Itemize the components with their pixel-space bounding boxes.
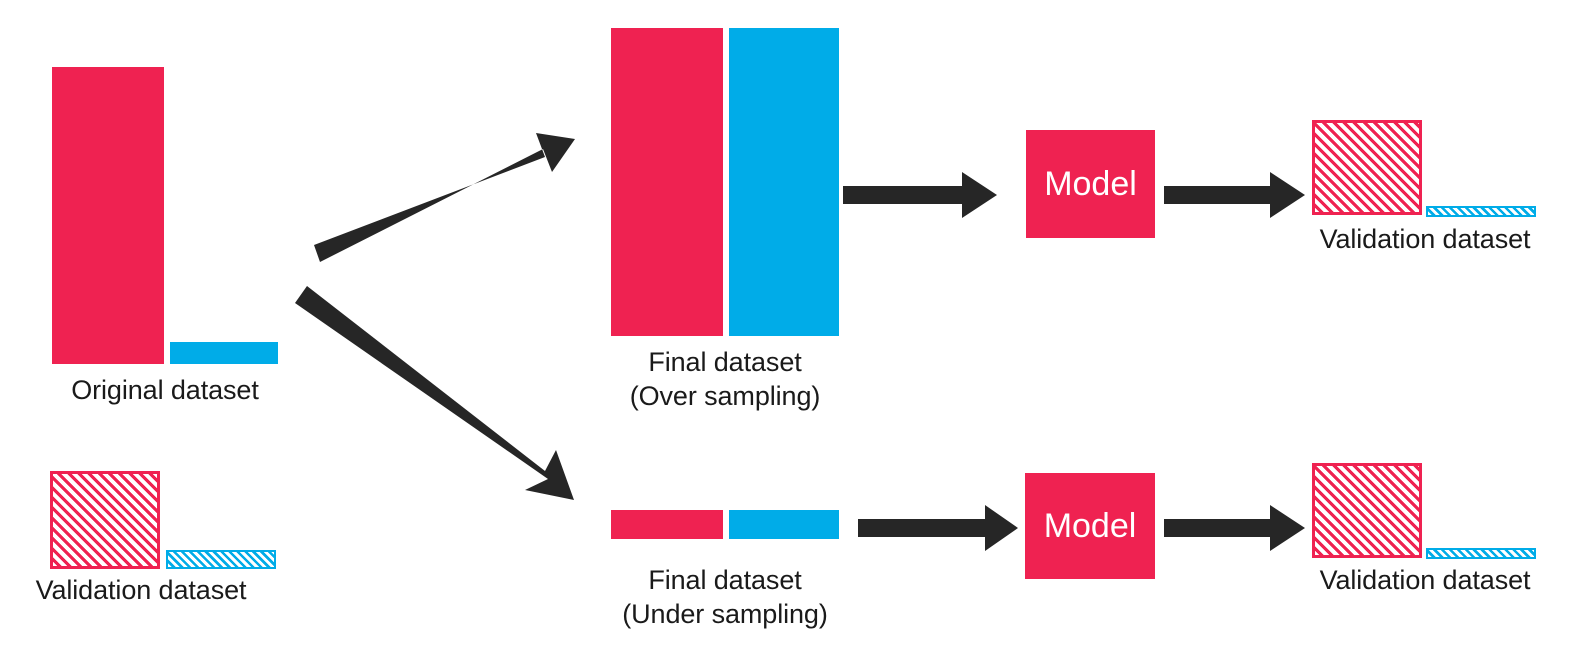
- under-sampling-minority-bar: [729, 510, 839, 539]
- under-sampling-label-line2: (Under sampling): [622, 599, 828, 629]
- validation-top-right-label: Validation dataset: [1319, 224, 1531, 254]
- model-box-top[interactable]: Model: [1026, 130, 1155, 238]
- model-box-bottom[interactable]: Model: [1025, 473, 1155, 579]
- validation-left-majority-bar: [50, 471, 160, 569]
- validation-top-right-majority-bar: [1312, 120, 1422, 215]
- validation-bottom-right-label: Validation dataset: [1319, 565, 1531, 595]
- model-box-top-label: Model: [1044, 164, 1137, 203]
- validation-left-label: Validation dataset: [35, 575, 247, 605]
- model-box-bottom-label: Model: [1043, 506, 1137, 545]
- original-dataset-minority-bar: [170, 342, 278, 364]
- validation-top-right-minority-bar: [1426, 206, 1536, 217]
- arrow-right-icon-top-2: [1164, 172, 1305, 218]
- over-sampling-majority-bar: [611, 28, 723, 336]
- arrow-up-right-icon: [314, 133, 575, 262]
- over-sampling-minority-bar: [729, 28, 839, 336]
- validation-bottom-right-majority-bar: [1312, 463, 1422, 558]
- over-sampling-label-line1: Final dataset: [648, 347, 802, 377]
- arrow-right-icon-bottom-2: [1164, 505, 1305, 551]
- validation-bottom-right-minority-bar: [1426, 548, 1536, 559]
- arrow-right-icon-bottom-1: [858, 505, 1018, 551]
- under-sampling-label-line1: Final dataset: [648, 565, 802, 595]
- arrow-right-icon-top-1: [843, 172, 997, 218]
- over-sampling-label-line2: (Over sampling): [629, 381, 821, 411]
- under-sampling-majority-bar: [611, 510, 723, 539]
- arrow-down-right-icon: [295, 286, 574, 500]
- original-dataset-majority-bar: [52, 67, 164, 364]
- validation-left-minority-bar: [166, 550, 276, 569]
- original-dataset-label: Original dataset: [71, 375, 259, 405]
